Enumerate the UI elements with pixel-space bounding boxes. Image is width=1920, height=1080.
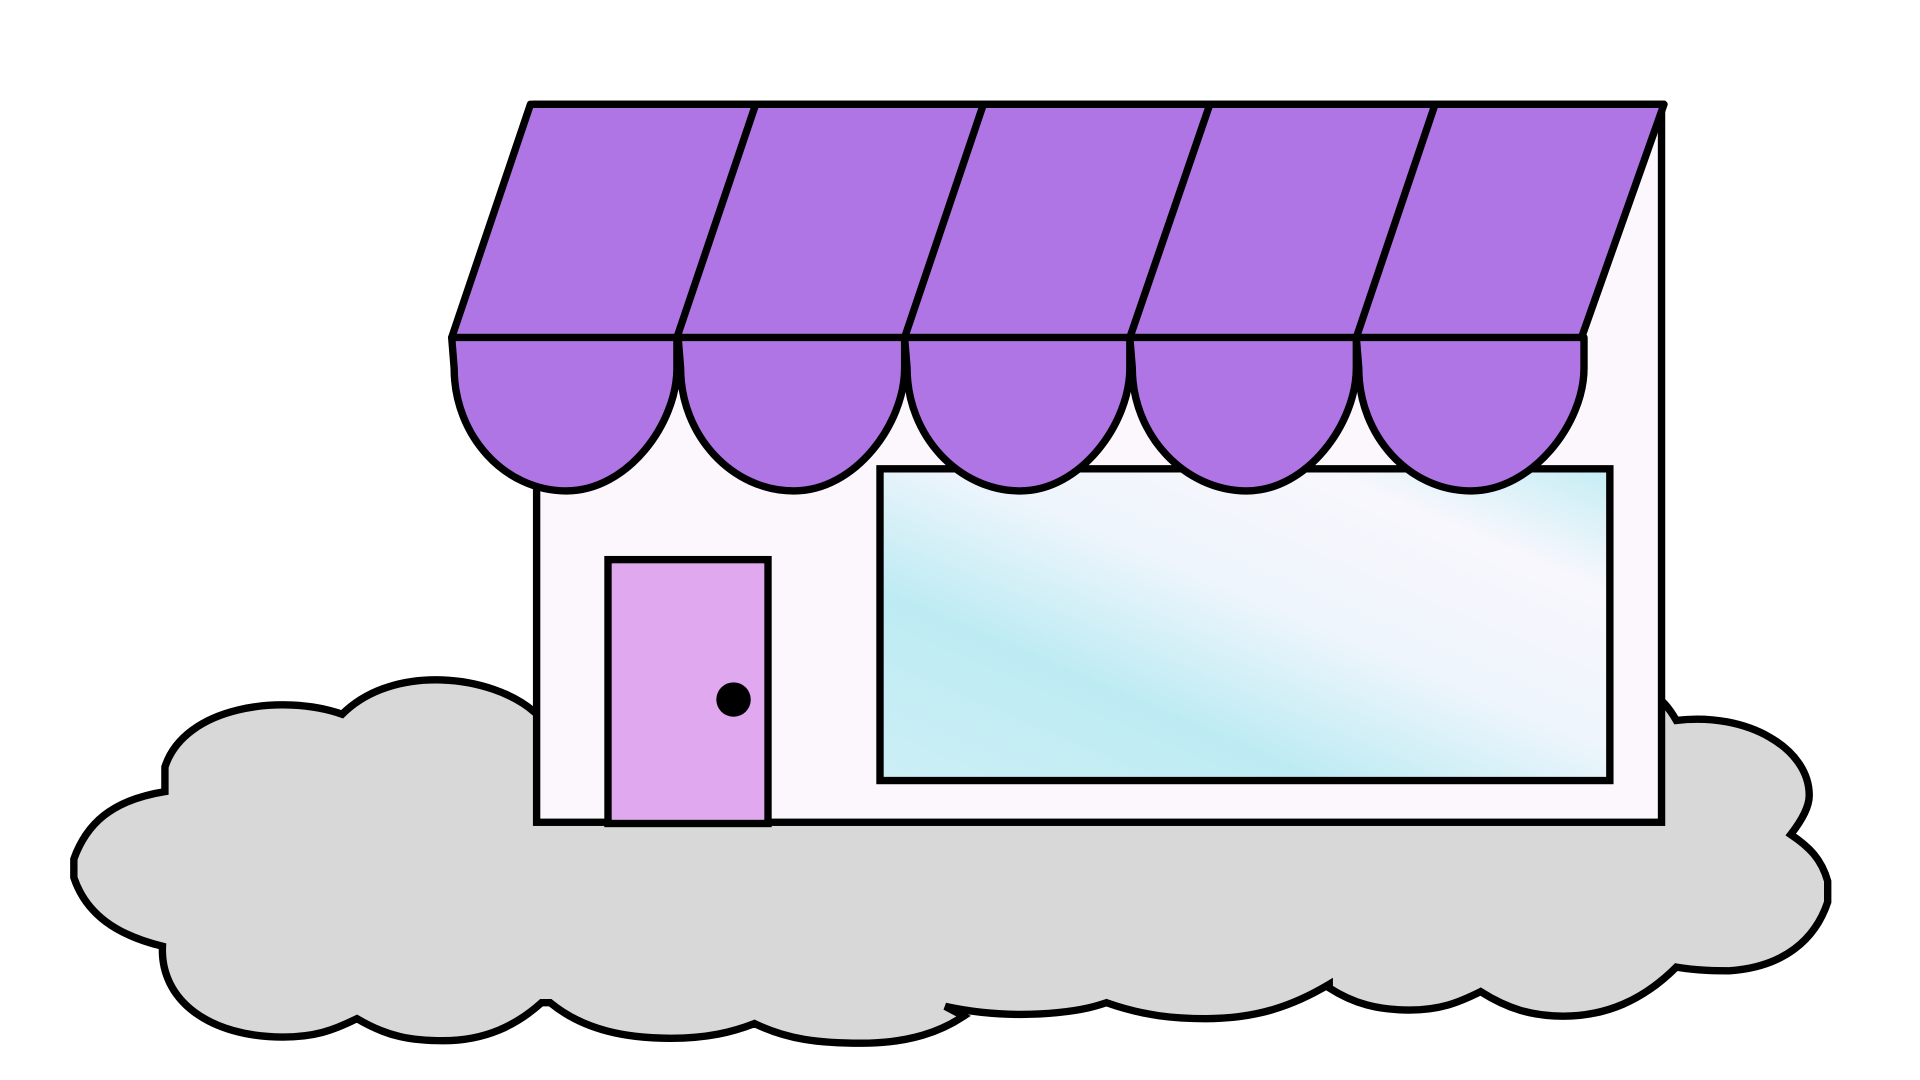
awning-divider	[673, 103, 760, 339]
awning-top	[448, 100, 1668, 342]
awning-scallop-3	[900, 333, 1134, 495]
door-knob[interactable]	[716, 682, 751, 717]
shop-window	[876, 465, 1614, 785]
awning-scallop-5	[1352, 333, 1588, 495]
awning-divider	[1352, 103, 1439, 339]
awning-scallop-2	[674, 333, 909, 495]
awning-divider	[1126, 103, 1214, 339]
awning-divider	[901, 103, 987, 339]
awning	[448, 100, 1668, 495]
awning-scallop-4	[1126, 333, 1360, 495]
awning-scallop-1	[448, 333, 681, 495]
